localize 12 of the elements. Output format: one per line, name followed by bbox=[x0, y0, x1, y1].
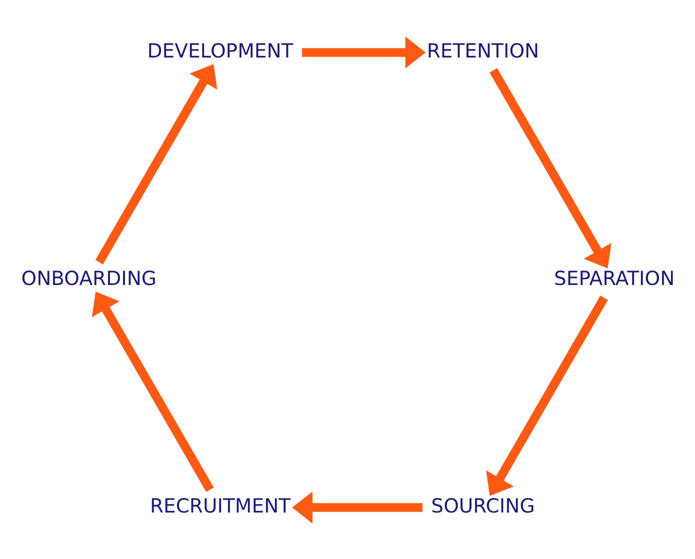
arrow bbox=[95, 64, 218, 264]
arrow bbox=[92, 291, 214, 492]
arrow bbox=[302, 36, 426, 68]
node-text: SOURCING bbox=[431, 494, 535, 517]
arrow bbox=[292, 491, 422, 523]
node-text: SEPARATION bbox=[554, 266, 675, 290]
node-text: RECRUITMENT bbox=[150, 494, 291, 517]
node-text: RETENTION bbox=[426, 38, 540, 62]
node-text: DEVELOPMENT bbox=[147, 38, 294, 62]
arrow bbox=[486, 295, 608, 496]
arrow bbox=[490, 68, 612, 268]
node-text: ONBOARDING bbox=[21, 266, 157, 290]
